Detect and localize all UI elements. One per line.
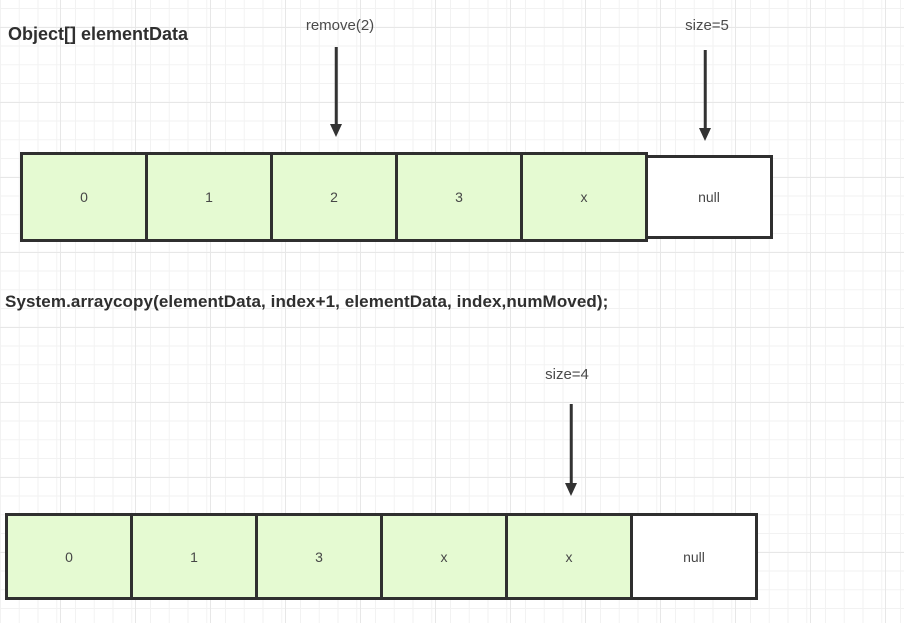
arraycopy-code-line: System.arraycopy(elementData, index+1, e… bbox=[5, 292, 609, 311]
diagram-title: Object[] elementData bbox=[8, 24, 189, 44]
array-cell: 0 bbox=[20, 152, 148, 242]
arrow-head bbox=[565, 483, 577, 496]
array-cell: 1 bbox=[145, 152, 273, 242]
array-after-row: 0 1 3 x x null bbox=[5, 513, 758, 600]
cell-value: 2 bbox=[330, 189, 338, 205]
cell-value: 0 bbox=[80, 189, 88, 205]
cell-value: 3 bbox=[455, 189, 463, 205]
array-cell: x bbox=[505, 513, 633, 600]
remove-annotation-label: remove(2) bbox=[305, 17, 375, 34]
array-cell: x bbox=[520, 152, 648, 242]
arrow-shaft bbox=[703, 50, 707, 128]
cell-value: x bbox=[565, 548, 573, 565]
size-before-annotation-label: size=5 bbox=[685, 17, 729, 34]
array-cell-null: null bbox=[630, 513, 758, 600]
size-before-arrow-down-icon bbox=[699, 50, 711, 141]
cell-value: null bbox=[683, 548, 705, 565]
arrow-shaft bbox=[569, 404, 573, 483]
array-before-row: 0 1 2 3 x null bbox=[20, 152, 773, 242]
cell-value: 1 bbox=[205, 189, 213, 205]
cell-value: 0 bbox=[65, 548, 73, 565]
arrow-head bbox=[699, 128, 711, 141]
cell-value: 1 bbox=[190, 548, 198, 565]
array-cell: 0 bbox=[5, 513, 133, 600]
remove-arrow-down-icon bbox=[330, 47, 342, 137]
size-after-annotation-label: size=4 bbox=[545, 366, 589, 383]
array-cell: 2 bbox=[270, 152, 398, 242]
cell-value: x bbox=[440, 548, 448, 565]
array-cell: x bbox=[380, 513, 508, 600]
cell-value: null bbox=[698, 189, 720, 205]
array-cell: 3 bbox=[255, 513, 383, 600]
size-after-arrow-down-icon bbox=[565, 404, 577, 496]
arrow-shaft bbox=[334, 47, 338, 124]
arrow-head bbox=[330, 124, 342, 137]
cell-value: x bbox=[580, 189, 588, 205]
cell-value: 3 bbox=[315, 548, 323, 565]
array-cell: 1 bbox=[130, 513, 258, 600]
array-cell-null: null bbox=[645, 155, 773, 239]
array-cell: 3 bbox=[395, 152, 523, 242]
